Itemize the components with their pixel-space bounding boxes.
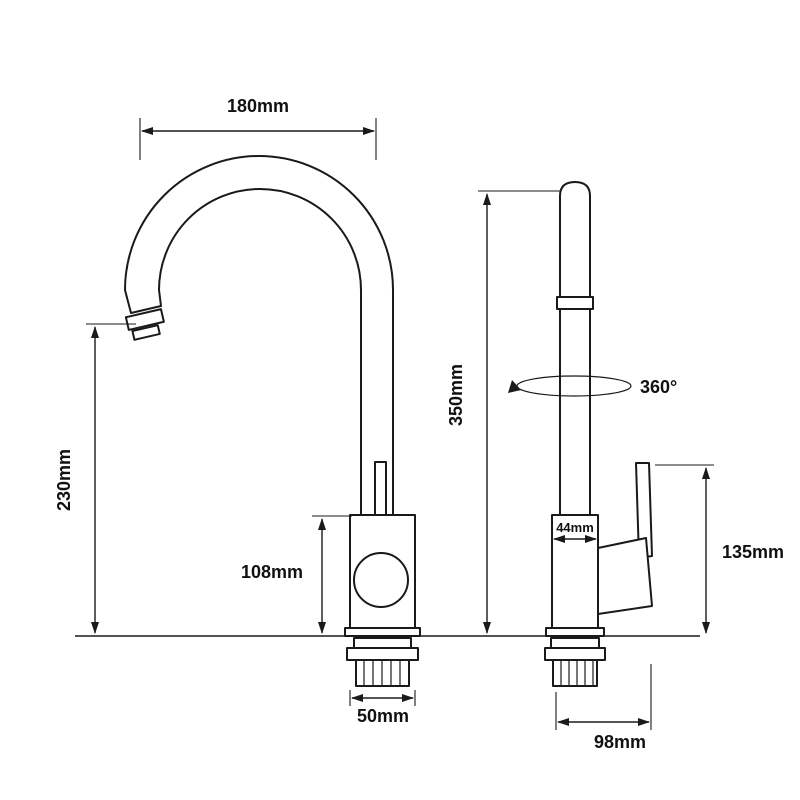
dimension-base-width: 50mm [349, 690, 416, 726]
annotation-swivel-rotation: 360° [640, 377, 677, 397]
dimension-body-diameter: 44mm [553, 520, 597, 543]
dimension-base-depth: 98mm [555, 664, 652, 752]
dimension-overall-height: 350mm [446, 190, 560, 634]
faucet-front-view [508, 181, 653, 687]
base-plate-side [344, 627, 421, 637]
base-plate-front [545, 627, 605, 637]
thread-collar-side [353, 637, 412, 649]
dim-label-base-width: 50mm [357, 706, 409, 726]
shank-thread-hatch-side [363, 660, 401, 686]
dim-label-spout-clearance: 230mm [54, 449, 74, 511]
riser-pipe [559, 181, 591, 516]
dim-label-body-diameter: 44mm [556, 520, 594, 535]
dim-label-spout-reach: 180mm [227, 96, 289, 116]
handle-joint [597, 537, 653, 615]
faucet-side-view [124, 155, 421, 687]
dimension-spout-reach: 180mm [139, 96, 377, 160]
faucet-body-front [551, 514, 599, 629]
handle-rod [635, 462, 653, 559]
pipe-joint-band [556, 296, 594, 310]
swivel-joint-circle [353, 552, 409, 608]
swivel-rotation-label: 360° [640, 377, 677, 397]
threaded-shank-front [552, 659, 598, 687]
shank-thread-hatch-front [560, 660, 594, 686]
handle-lever-side [374, 461, 387, 517]
dim-label-body-height: 108mm [241, 562, 303, 582]
dim-label-base-depth: 98mm [594, 732, 646, 752]
gooseneck-spout [124, 155, 394, 517]
lock-nut-side [346, 647, 419, 661]
dimension-body-height: 108mm [241, 515, 352, 634]
spout-nozzle-tip [131, 324, 161, 341]
dim-label-overall-height: 350mm [446, 364, 466, 426]
dimension-spout-clearance: 230mm [54, 323, 136, 634]
rotation-arrowhead [508, 380, 521, 393]
dim-label-handle-height: 135mm [722, 542, 784, 562]
thread-collar-front [550, 637, 600, 649]
dimension-handle-height: 135mm [655, 464, 784, 634]
lock-nut-front [544, 647, 606, 661]
